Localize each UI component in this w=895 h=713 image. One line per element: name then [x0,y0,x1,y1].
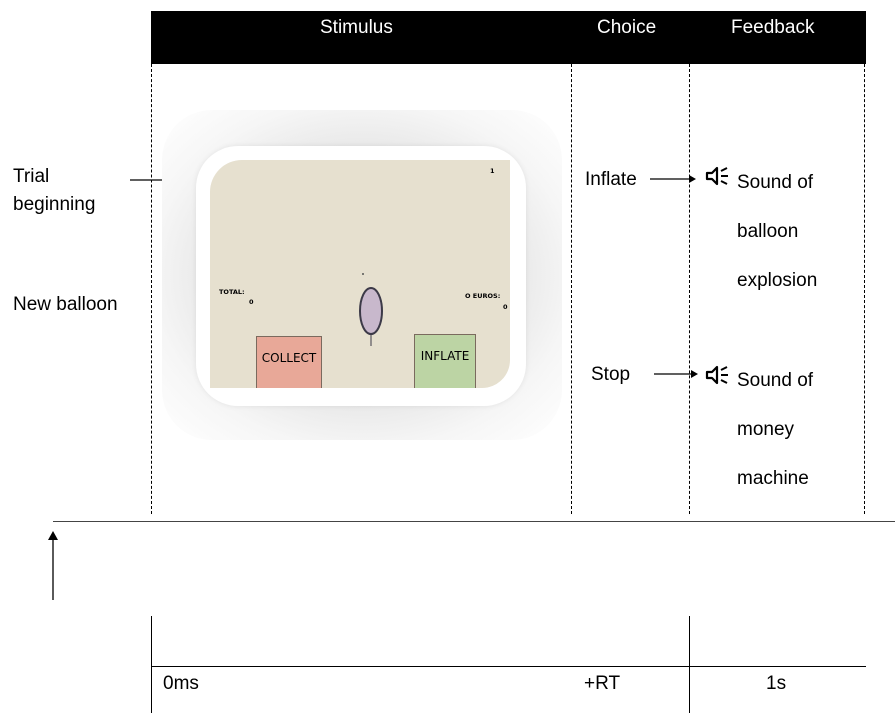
divider-choice-feedback [689,64,690,514]
header-choice: Choice [597,17,657,38]
speaker-sound-icon [705,365,728,385]
choice-stop: Stop [591,364,631,385]
speaker-sound-icon [705,166,728,186]
new-balloon-label: New balloon [13,294,118,315]
choice-inflate: Inflate [585,169,637,190]
header-stimulus: Stimulus [320,17,393,38]
inflate-arrow [650,175,696,183]
feedback-money-text: Sound of money machine [737,356,813,503]
feedback-money-line1: Sound of [737,370,814,391]
timeline-left-tick [151,616,152,713]
feedback-explosion-text: Sound of balloon explosion [737,158,817,305]
total-label: TOTAL: [219,288,245,296]
trial-number: 1 [490,167,495,175]
trial-beginning-label: Trial beginning [13,165,95,217]
divider-stimulus-choice [571,64,572,514]
trial-label-line1: Trial [13,166,50,187]
euros-value: 0 [503,303,508,311]
timeline-mid-tick [689,616,690,713]
divider-feedback-right [864,64,865,514]
horizontal-divider [53,521,895,522]
euros-label: O EUROS: [465,292,501,300]
divider-stimulus-left [151,64,152,514]
timeline-rt-label: +RT [584,673,621,694]
timeline-start-label: 0ms [163,673,199,694]
feedback-money-line3: machine [737,468,809,489]
feedback-explosion-line1: Sound of [737,172,814,193]
feedback-money-line2: money [737,419,795,440]
inflate-button[interactable]: INFLATE [414,334,476,388]
feedback-explosion-line3: explosion [737,270,818,291]
stop-arrow [654,370,698,378]
timeline-end-label: 1s [766,673,787,694]
feedback-explosion-line2: balloon [737,221,799,242]
total-value: 0 [249,298,254,306]
collect-button[interactable]: COLLECT [256,336,322,388]
balloon [359,273,383,346]
timeline-axis [151,666,866,667]
game-screen: 1 TOTAL: 0 O EUROS: 0 COLLECT INFLATE [210,160,510,388]
header-feedback: Feedback [731,17,815,38]
header-bar: Stimulus Choice Feedback [151,11,866,64]
trial-label-line2: beginning [13,194,96,215]
up-arrow [48,531,58,600]
